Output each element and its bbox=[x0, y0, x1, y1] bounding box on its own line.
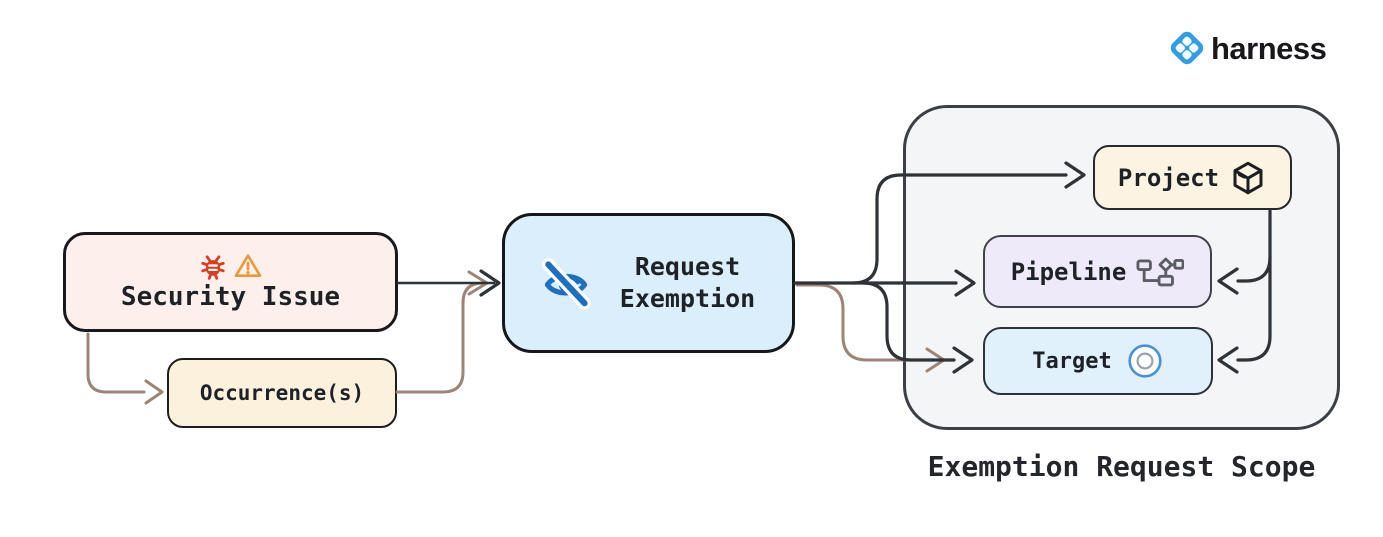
security-issue-node: Security Issue bbox=[63, 232, 398, 332]
harness-wordmark: harness bbox=[1211, 30, 1327, 66]
harness-logo: harness bbox=[1166, 27, 1327, 69]
edge-occurrences-to-request bbox=[395, 281, 485, 394]
security-issue-label: Security Issue bbox=[120, 282, 341, 312]
arrowhead-request-dark bbox=[479, 269, 501, 297]
arrowhead-occurrences bbox=[144, 379, 164, 405]
project-label: Project bbox=[1117, 163, 1220, 192]
target-node: Target bbox=[983, 327, 1213, 395]
pipeline-icon bbox=[1136, 257, 1185, 287]
request-exemption-node: Request Exemption bbox=[502, 213, 795, 353]
request-exemption-label: Request Exemption bbox=[619, 251, 756, 314]
pipeline-node: Pipeline bbox=[983, 235, 1212, 308]
occurrences-label: Occurrence(s) bbox=[199, 381, 365, 405]
eye-off-icon bbox=[541, 258, 591, 310]
occurrences-node: Occurrence(s) bbox=[167, 358, 397, 428]
edge-security-to-occurrences bbox=[86, 332, 146, 394]
package-icon bbox=[1233, 161, 1263, 194]
pipeline-label: Pipeline bbox=[1010, 257, 1127, 286]
target-icon bbox=[1128, 344, 1162, 378]
harness-logo-icon bbox=[1170, 31, 1204, 65]
target-label: Target bbox=[1032, 348, 1112, 374]
exemption-scope-title: Exemption Request Scope bbox=[927, 450, 1316, 483]
bug-icon bbox=[201, 255, 225, 280]
arrowhead-request-brown bbox=[467, 270, 489, 296]
warning-icon bbox=[234, 254, 262, 277]
security-issue-icons bbox=[199, 252, 262, 280]
project-node: Project bbox=[1093, 145, 1292, 210]
